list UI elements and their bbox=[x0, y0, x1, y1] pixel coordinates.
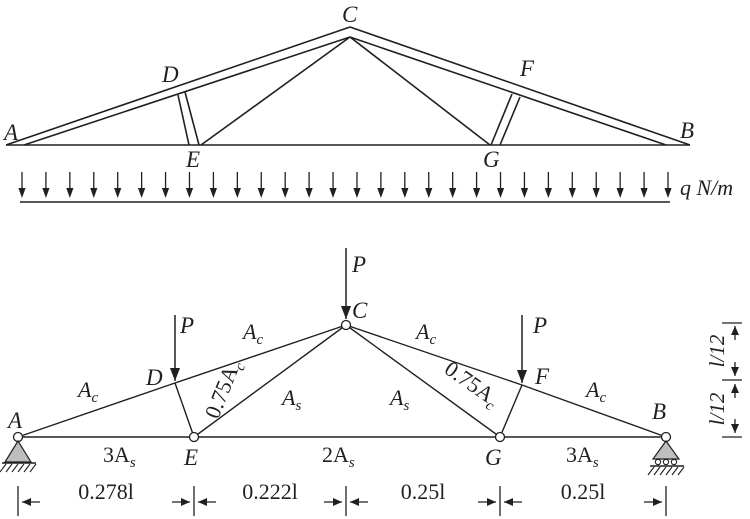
load-arrow-head bbox=[209, 188, 218, 198]
joint-a-label: A bbox=[6, 408, 23, 433]
joint-g-label: G bbox=[485, 445, 502, 470]
roller-support-b bbox=[647, 439, 685, 476]
top-joint-d-label: D bbox=[161, 62, 179, 87]
top-truss: A B C D E F G bbox=[2, 2, 694, 172]
joint-f-label: F bbox=[534, 364, 550, 389]
member-ec-label: As bbox=[280, 385, 301, 414]
top-joint-b-label: B bbox=[680, 118, 694, 143]
load-arrow-head bbox=[377, 188, 385, 198]
member-eg-label: 2As bbox=[322, 442, 355, 471]
load-arrow-head bbox=[592, 188, 600, 198]
distributed-load-label: q N/m bbox=[680, 175, 733, 200]
joint-d-label: D bbox=[145, 365, 163, 390]
member-ec bbox=[193, 324, 347, 438]
load-arrow-head bbox=[568, 188, 576, 198]
load-arrow-head bbox=[18, 188, 26, 198]
load-arrow-head bbox=[233, 188, 241, 198]
load-arrow-head bbox=[664, 188, 672, 198]
load-arrow-head bbox=[401, 188, 409, 198]
load-arrow-head bbox=[616, 188, 624, 198]
span-label-ae: 0.278l bbox=[78, 479, 134, 504]
member-dc bbox=[174, 324, 347, 384]
diagonal-cg bbox=[349, 36, 491, 146]
load-arrow-head bbox=[496, 188, 505, 198]
load-label-c: P bbox=[351, 252, 366, 277]
joint-c-label: C bbox=[352, 298, 368, 323]
member-fb bbox=[521, 384, 667, 438]
load-label-f: P bbox=[532, 313, 547, 338]
load-arrow-head bbox=[449, 188, 457, 198]
member-fb-label: Ac bbox=[584, 377, 606, 406]
height-label-lower: l/12 bbox=[705, 392, 729, 425]
member-ae-label: 3As bbox=[103, 442, 136, 471]
member-ad-label: Ac bbox=[76, 377, 98, 406]
member-ad bbox=[17, 382, 176, 438]
load-arrow-head bbox=[90, 188, 98, 198]
load-arrow-head bbox=[520, 188, 529, 198]
load-arrow-head bbox=[185, 188, 194, 198]
load-arrow-head bbox=[544, 188, 552, 198]
member-gb-label: 3As bbox=[566, 442, 599, 471]
load-arrow-head bbox=[281, 188, 289, 198]
joint-c bbox=[340, 319, 352, 331]
member-cf bbox=[345, 324, 523, 386]
member-cg bbox=[345, 324, 501, 438]
load-arrow-head bbox=[257, 188, 265, 198]
joint-b-label: B bbox=[652, 399, 666, 424]
joint-e-label: E bbox=[183, 445, 198, 470]
top-joint-g-label: G bbox=[483, 147, 500, 172]
top-chord-right-outer bbox=[349, 26, 691, 146]
strut-de-b bbox=[184, 91, 200, 146]
member-gf bbox=[499, 384, 523, 438]
top-chord-right-inner bbox=[349, 36, 667, 146]
diagonal-ec bbox=[200, 36, 351, 146]
load-arrow-head bbox=[66, 188, 74, 198]
load-label-d: P bbox=[179, 313, 194, 338]
top-joint-a-label: A bbox=[2, 120, 19, 145]
top-joint-c-label: C bbox=[342, 2, 358, 27]
pin-support-a bbox=[0, 439, 37, 473]
top-joint-e-label: E bbox=[185, 147, 200, 172]
distributed-load: q N/m bbox=[18, 172, 733, 203]
load-arrow-head bbox=[161, 188, 170, 198]
member-cg-label: As bbox=[388, 385, 409, 414]
load-arrow-head bbox=[425, 188, 433, 198]
member-de-label: 0.75Ac bbox=[199, 356, 249, 424]
strut-gf-a bbox=[490, 93, 513, 146]
strut-gf-b bbox=[499, 96, 521, 146]
top-chord-left-inner bbox=[23, 36, 351, 146]
member-dc-label: Ac bbox=[241, 319, 263, 348]
member-de bbox=[174, 382, 195, 438]
span-label-ec: 0.222l bbox=[242, 479, 298, 504]
load-arrow-head bbox=[114, 188, 122, 198]
member-gf-label: 0.75Ac bbox=[438, 356, 505, 415]
bottom-truss: P P P A B C D E F G Ac Ac Ac Ac As As 3A… bbox=[0, 248, 685, 476]
joint-e bbox=[188, 431, 200, 443]
height-dimensions: l/12 l/12 bbox=[705, 322, 742, 438]
load-arrow-head bbox=[42, 188, 50, 198]
load-arrow-head bbox=[640, 188, 648, 198]
span-label-gb: 0.25l bbox=[561, 479, 606, 504]
span-dimensions: 0.278l 0.222l 0.25l 0.25l bbox=[17, 479, 667, 516]
strut-de-a bbox=[177, 94, 190, 146]
load-arrow-head bbox=[138, 188, 146, 198]
load-arrows bbox=[18, 172, 672, 198]
top-joint-f-label: F bbox=[519, 56, 535, 81]
joint-g bbox=[494, 431, 506, 443]
height-label-upper: l/12 bbox=[705, 334, 729, 367]
load-arrow-head bbox=[329, 188, 337, 198]
top-chord-left-outer bbox=[5, 26, 351, 146]
load-arrow-head bbox=[472, 188, 481, 198]
load-arrow-head bbox=[305, 188, 313, 198]
span-label-cg: 0.25l bbox=[401, 479, 446, 504]
member-cf-label: Ac bbox=[414, 319, 436, 348]
load-arrow-head bbox=[353, 188, 361, 198]
